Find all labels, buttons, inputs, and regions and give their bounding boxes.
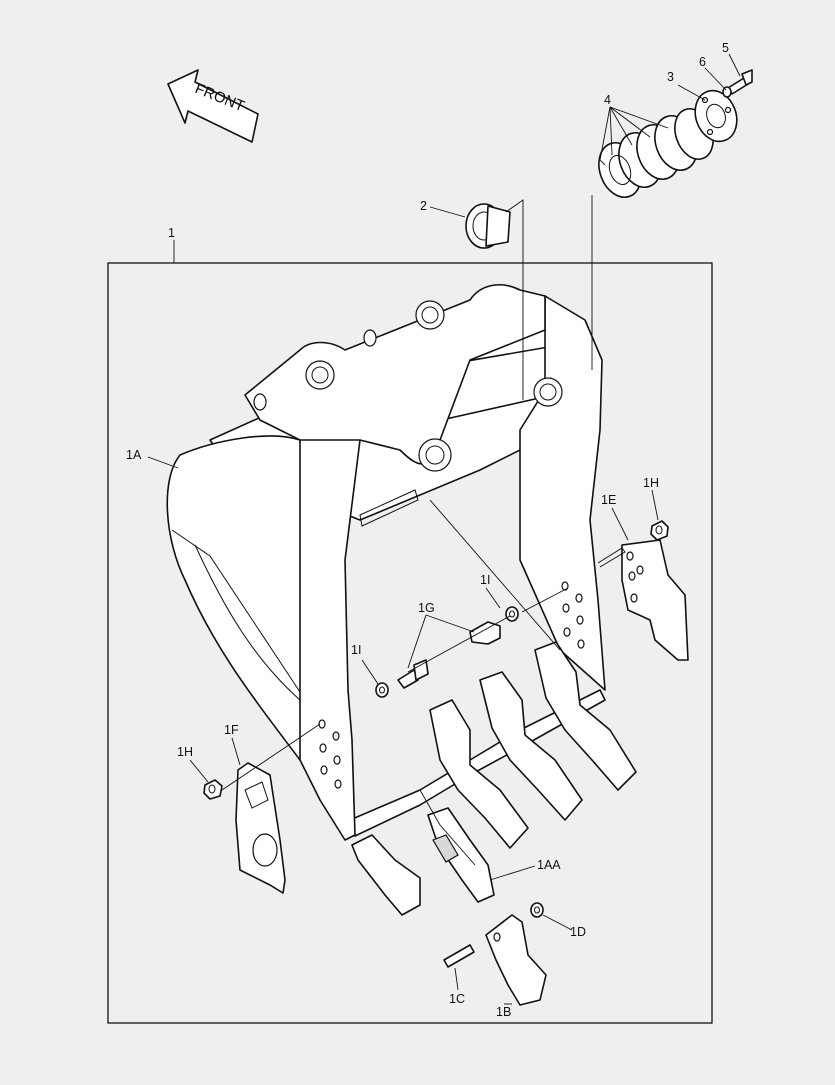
callout-5: 5 — [722, 41, 729, 55]
callout-1: 1 — [168, 226, 175, 240]
retainer-plate — [694, 89, 738, 143]
hardware — [203, 520, 669, 800]
callout-1I-right: 1I — [480, 573, 490, 587]
bushing — [465, 203, 511, 249]
tooth-2 — [429, 699, 529, 849]
tooth-1 — [351, 834, 421, 916]
callout-2: 2 — [420, 199, 427, 213]
bolt-upper — [397, 669, 419, 689]
adapter — [485, 914, 547, 1006]
tooth-3 — [479, 671, 583, 821]
bucket-teeth — [351, 641, 637, 1006]
callout-1E: 1E — [601, 493, 616, 507]
washer — [530, 902, 544, 918]
washer-left — [375, 682, 389, 698]
front-arrow: FRONT — [167, 69, 259, 143]
bolt-lower — [469, 621, 501, 645]
callout-6: 6 — [699, 55, 706, 69]
shim-stack — [598, 108, 714, 198]
side-cutter-right — [597, 539, 689, 661]
callout-1D: 1D — [570, 925, 586, 939]
callout-1H-right: 1H — [643, 476, 659, 490]
callout-4: 4 — [604, 93, 611, 107]
washer-right — [505, 606, 519, 622]
callout-1A: 1A — [126, 448, 142, 462]
callout-1F: 1F — [224, 723, 239, 737]
callout-1C: 1C — [449, 992, 465, 1006]
leader-lines — [147, 53, 741, 1005]
side-cutter-left — [235, 762, 286, 894]
callout-1H-left: 1H — [177, 745, 193, 759]
nut-right — [650, 520, 669, 541]
callout-1AA: 1AA — [537, 858, 561, 872]
bucket-body — [166, 284, 606, 841]
callout-1G: 1G — [418, 601, 435, 615]
tooth-4 — [534, 641, 637, 791]
assembly-frame — [107, 262, 713, 1024]
callout-3: 3 — [667, 70, 674, 84]
callout-1I-left: 1I — [351, 643, 361, 657]
pin — [443, 944, 475, 968]
nut-left — [203, 779, 223, 800]
retainer-bolt — [727, 69, 753, 95]
callout-1B: 1B — [496, 1005, 511, 1019]
callout-labels: 1 1A 1AA 1B 1C 1D 1E 1F 1G 1H 1H 1I 1I 2… — [126, 41, 729, 1019]
